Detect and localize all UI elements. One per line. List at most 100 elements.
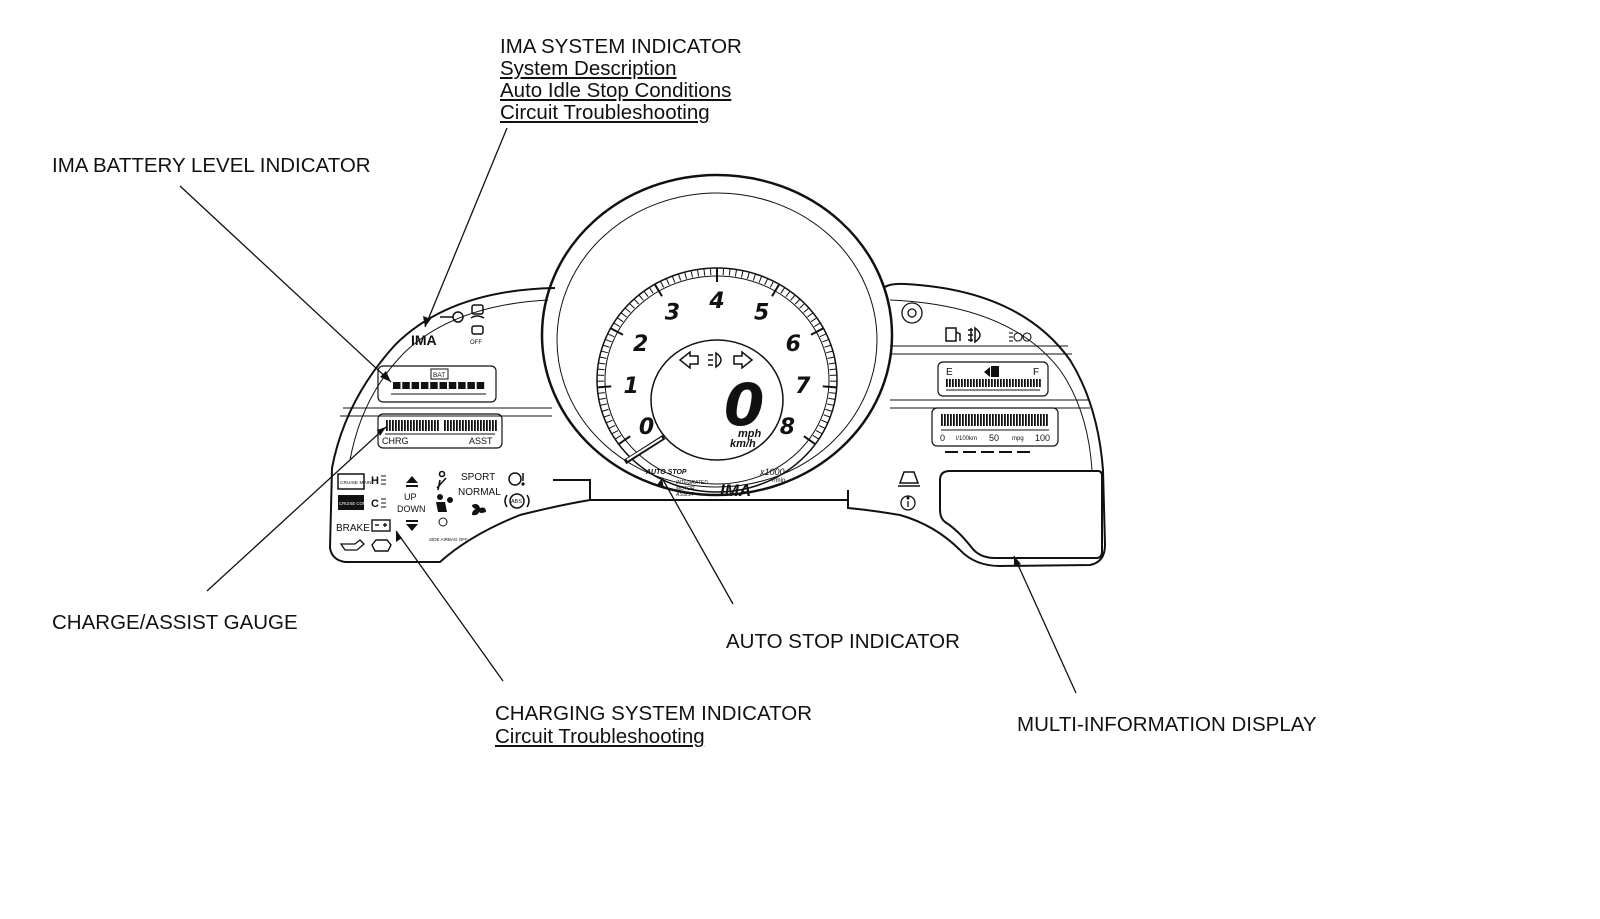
tach-tick: [752, 273, 757, 281]
system-description-link[interactable]: System Description: [500, 57, 677, 80]
battery-segment: [420, 382, 429, 389]
eco-segment: [1001, 414, 1003, 426]
tach-tick: [677, 273, 682, 281]
fuel-segment: [970, 379, 972, 387]
fuel-segment: [976, 379, 978, 387]
fuel-pump-icon: [984, 366, 999, 377]
security-system-icon: [901, 302, 923, 324]
eco-segment: [983, 414, 985, 426]
battery-segment: [430, 382, 438, 389]
tach-tick-marks: [597, 268, 837, 446]
eco-segment: [998, 414, 1000, 426]
charge-assist-segment: [428, 420, 430, 431]
tach-tick: [597, 392, 605, 394]
tach-tick: [696, 269, 700, 277]
charging-circuit-troubleshooting-link[interactable]: Circuit Troubleshooting: [495, 725, 705, 748]
tach-tick: [822, 385, 837, 389]
fuel-segment: [955, 379, 957, 387]
assist-label: ASSIST: [675, 492, 695, 498]
bat-icon: [430, 368, 449, 380]
fuel-segment: [988, 379, 990, 387]
ima-system-indicator-title: IMA SYSTEM INDICATOR: [500, 35, 742, 58]
multi-information-display: [939, 470, 1103, 559]
temp-cold-label: C: [371, 498, 379, 510]
oil-pressure-icon: [339, 539, 365, 551]
charge-assist-segment: [416, 420, 418, 431]
fuel-segment: [964, 379, 966, 387]
charge-assist-segment: [444, 420, 446, 431]
tach-tick: [603, 414, 611, 418]
charge-assist-segment: [434, 420, 436, 431]
check-engine-icon: [371, 539, 392, 552]
eco-segment: [959, 414, 961, 426]
eco-scale-50: 50: [989, 433, 999, 443]
eco-segment: [950, 414, 952, 426]
tach-tick: [690, 270, 694, 278]
tach-tick: [823, 414, 831, 418]
low-fuel-icon: [945, 327, 961, 342]
fuel-empty-label: E: [946, 367, 953, 378]
auto-idle-stop-conditions-link[interactable]: Auto Idle Stop Conditions: [500, 79, 732, 102]
fuel-segment: [946, 379, 948, 387]
ima-battery-level-indicator-title: IMA BATTERY LEVEL INDICATOR: [52, 154, 371, 177]
tach-tick: [821, 419, 829, 424]
charge-assist-segment: [486, 420, 488, 431]
eco-segment: [1028, 414, 1030, 426]
leader-charging-system: [395, 530, 504, 682]
charging-system-indicator: [371, 519, 391, 532]
tach-tick: [818, 424, 826, 429]
tach-tick: [600, 350, 608, 354]
airbag-icon: [436, 494, 453, 512]
multi-information-display-title: MULTI-INFORMATION DISPLAY: [1017, 713, 1317, 736]
vsa-icon: [470, 304, 485, 319]
fuel-segment: [1021, 379, 1023, 387]
eco-segment: [986, 414, 988, 426]
charge-assist-segment: [431, 420, 433, 431]
fuel-segment: [1003, 379, 1005, 387]
tach-tick: [794, 298, 801, 305]
fuel-full-label: F: [1033, 367, 1039, 378]
eco-segment: [1025, 414, 1027, 426]
eco-segment: [992, 414, 994, 426]
eco-segment: [995, 414, 997, 426]
charge-assist-segment: [395, 420, 397, 431]
charge-assist-segment: [413, 420, 415, 431]
leader-lines: [179, 127, 1077, 694]
speed-unit-mph: mph: [738, 428, 762, 440]
fuel-level-segments: [946, 379, 1041, 391]
charge-assist-segment: [437, 420, 439, 431]
battery-segment: [476, 382, 485, 389]
eco-segment: [1043, 414, 1045, 426]
charge-assist-segment: [398, 420, 400, 431]
charge-assist-segment: [480, 420, 482, 431]
eco-segment: [1010, 414, 1012, 426]
battery-segment: [402, 382, 410, 389]
battery-segment: [448, 382, 457, 389]
ima-circuit-troubleshooting-link[interactable]: Circuit Troubleshooting: [500, 101, 710, 124]
tach-tick: [813, 322, 821, 327]
eco-segment: [956, 414, 958, 426]
side-airbag-off-label: SIDE AIRBAG OFF: [429, 537, 468, 542]
charge-assist-segment: [456, 420, 458, 431]
tach-tick: [769, 280, 775, 288]
charge-assist-segment: [419, 420, 421, 431]
charge-assist-segment: [389, 420, 391, 431]
tach-tick: [828, 362, 836, 365]
auto-stop-label: AUTO STOP: [645, 469, 687, 476]
chrg-label: CHRG: [382, 436, 409, 446]
fog-light-icon: [968, 326, 981, 344]
eco-unit-l100km: l/100km: [956, 436, 977, 442]
battery-level-display: [377, 365, 497, 403]
tach-tick: [824, 344, 832, 348]
eco-segment: [1019, 414, 1021, 426]
charge-assist-segments: [385, 420, 497, 435]
tach-number: 4: [708, 289, 724, 314]
eco-segment: [1040, 414, 1042, 426]
tach-number: 1: [624, 374, 639, 399]
shift-down-icon: [406, 520, 418, 531]
tach-tick: [758, 275, 763, 283]
battery-level-segments: [391, 382, 486, 395]
tach-tick: [828, 397, 836, 400]
speed-unit-kmh: km/h: [730, 438, 756, 450]
fuel-segment: [967, 379, 969, 387]
